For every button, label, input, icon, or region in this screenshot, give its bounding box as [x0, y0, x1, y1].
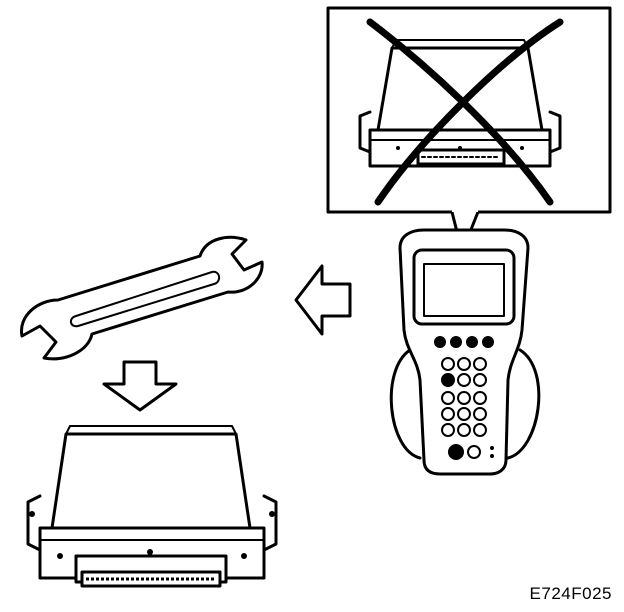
wrench-icon	[20, 235, 264, 361]
arrow-left	[294, 264, 352, 336]
figure-code: E724F025	[529, 584, 612, 603]
arrow-down	[102, 360, 178, 412]
cross-mark	[366, 18, 564, 206]
callout-box	[326, 6, 612, 254]
scan-tool	[389, 228, 541, 476]
new-ecu	[26, 425, 278, 588]
